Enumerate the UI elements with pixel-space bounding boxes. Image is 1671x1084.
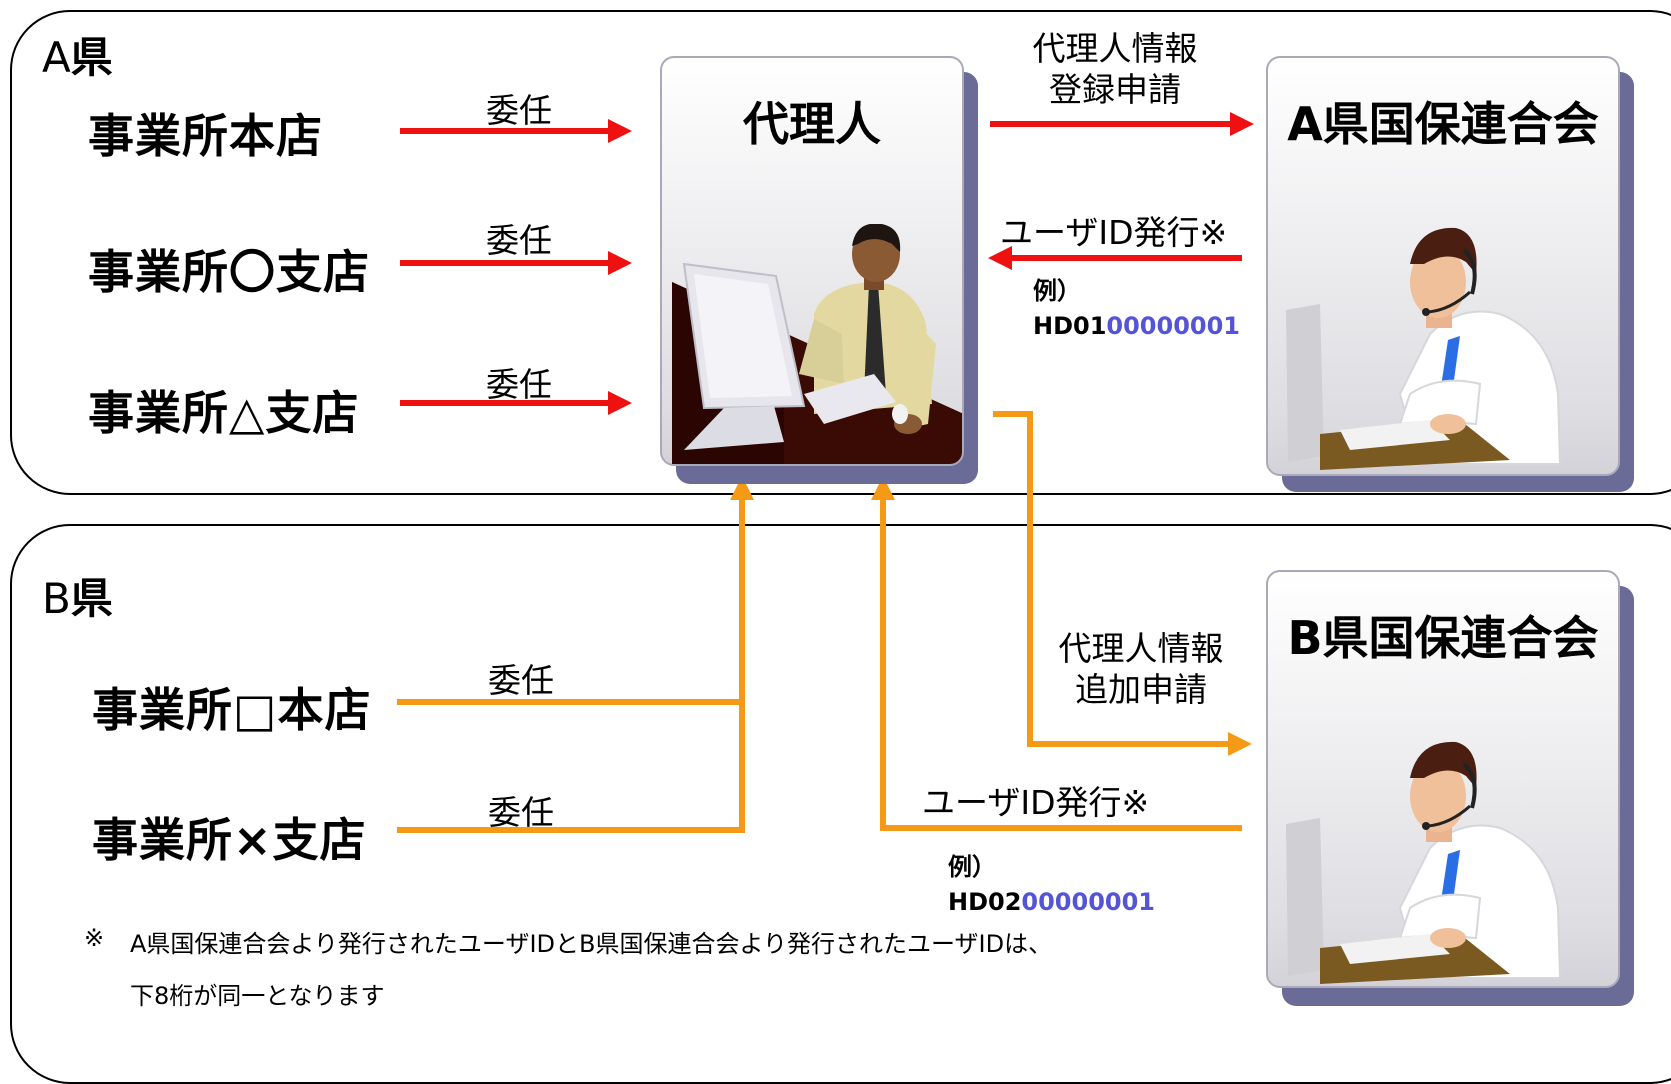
- note-line2: 下8桁が同一となります: [130, 982, 385, 1010]
- b-operator-illustration: [1286, 741, 1562, 984]
- register-label-line1: 代理人情報: [1032, 29, 1198, 68]
- agent-card: 代理人: [660, 56, 980, 486]
- delegate-label-a2: 委任: [486, 221, 552, 260]
- register-label-line2: 登録申請: [1049, 70, 1181, 110]
- a-federation-card-body: A県国保連合会: [1266, 56, 1620, 476]
- add-label-line1: 代理人情報: [1058, 629, 1224, 668]
- office-b-head: 事業所□本店: [92, 683, 372, 737]
- region-a-frame: [10, 10, 1671, 495]
- b-federation-card: B県国保連合会: [1266, 570, 1636, 1010]
- example-b-id: HD0200000001: [948, 887, 1155, 916]
- office-b-branch-cross: 事業所×支店: [92, 813, 367, 867]
- delegate-label-a1: 委任: [486, 91, 552, 130]
- register-arrow-head: [1230, 112, 1254, 136]
- b-federation-title: B県国保連合会: [1287, 611, 1599, 665]
- delegate-arrow-a3-head: [608, 391, 632, 415]
- add-label: 代理人情報 追加申請: [1036, 628, 1246, 711]
- delegate-line-b2: [397, 498, 745, 833]
- issue-line-b: [880, 498, 1242, 831]
- delegate-up-arrow-head: [730, 476, 754, 500]
- issue-arrow-a-head: [988, 246, 1012, 270]
- example-a-label: 例）: [1033, 277, 1081, 305]
- office-a-head: 事業所本店: [88, 109, 323, 163]
- b-federation-card-body: B県国保連合会: [1266, 570, 1620, 988]
- office-a-branch-triangle: 事業所△支店: [88, 386, 360, 440]
- delegate-label-b2: 委任: [488, 793, 554, 832]
- arrow-layer: [397, 112, 1254, 833]
- example-a-id: HD0100000001: [1033, 311, 1240, 340]
- add-arrow-head: [1228, 732, 1252, 756]
- note-line1: A県国保連合会より発行されたユーザIDとB県国保連合会より発行されたユーザIDは…: [130, 930, 1053, 958]
- register-label: 代理人情報 登録申請: [1010, 28, 1220, 111]
- issue-up-arrow-head: [871, 476, 895, 500]
- add-label-line2: 追加申請: [1075, 670, 1207, 710]
- delegate-label-a3: 委任: [486, 365, 552, 404]
- a-federation-title: A県国保連合会: [1287, 97, 1599, 151]
- agent-title: 代理人: [743, 97, 881, 151]
- region-b-label: B県: [42, 574, 113, 623]
- a-operator-illustration: [1286, 227, 1562, 470]
- add-line: [993, 411, 1230, 747]
- region-a-label: A県: [42, 33, 113, 82]
- example-b: 例） HD0200000001: [948, 850, 1155, 920]
- issue-label-b: ユーザID発行※: [922, 783, 1150, 822]
- agent-card-body: 代理人: [660, 56, 964, 466]
- delegate-label-b1: 委任: [488, 661, 554, 700]
- office-a-branch-circle: 事業所〇支店: [88, 245, 370, 299]
- issue-label-a: ユーザID発行※: [1000, 213, 1228, 252]
- delegate-arrow-a2-head: [608, 251, 632, 275]
- a-federation-card: A県国保連合会: [1266, 56, 1636, 496]
- example-b-label: 例）: [948, 853, 996, 881]
- delegate-arrow-a1-head: [608, 119, 632, 143]
- example-a: 例） HD0100000001: [1033, 274, 1240, 344]
- agent-illustration: [672, 224, 962, 464]
- note-mark: ※: [84, 924, 105, 952]
